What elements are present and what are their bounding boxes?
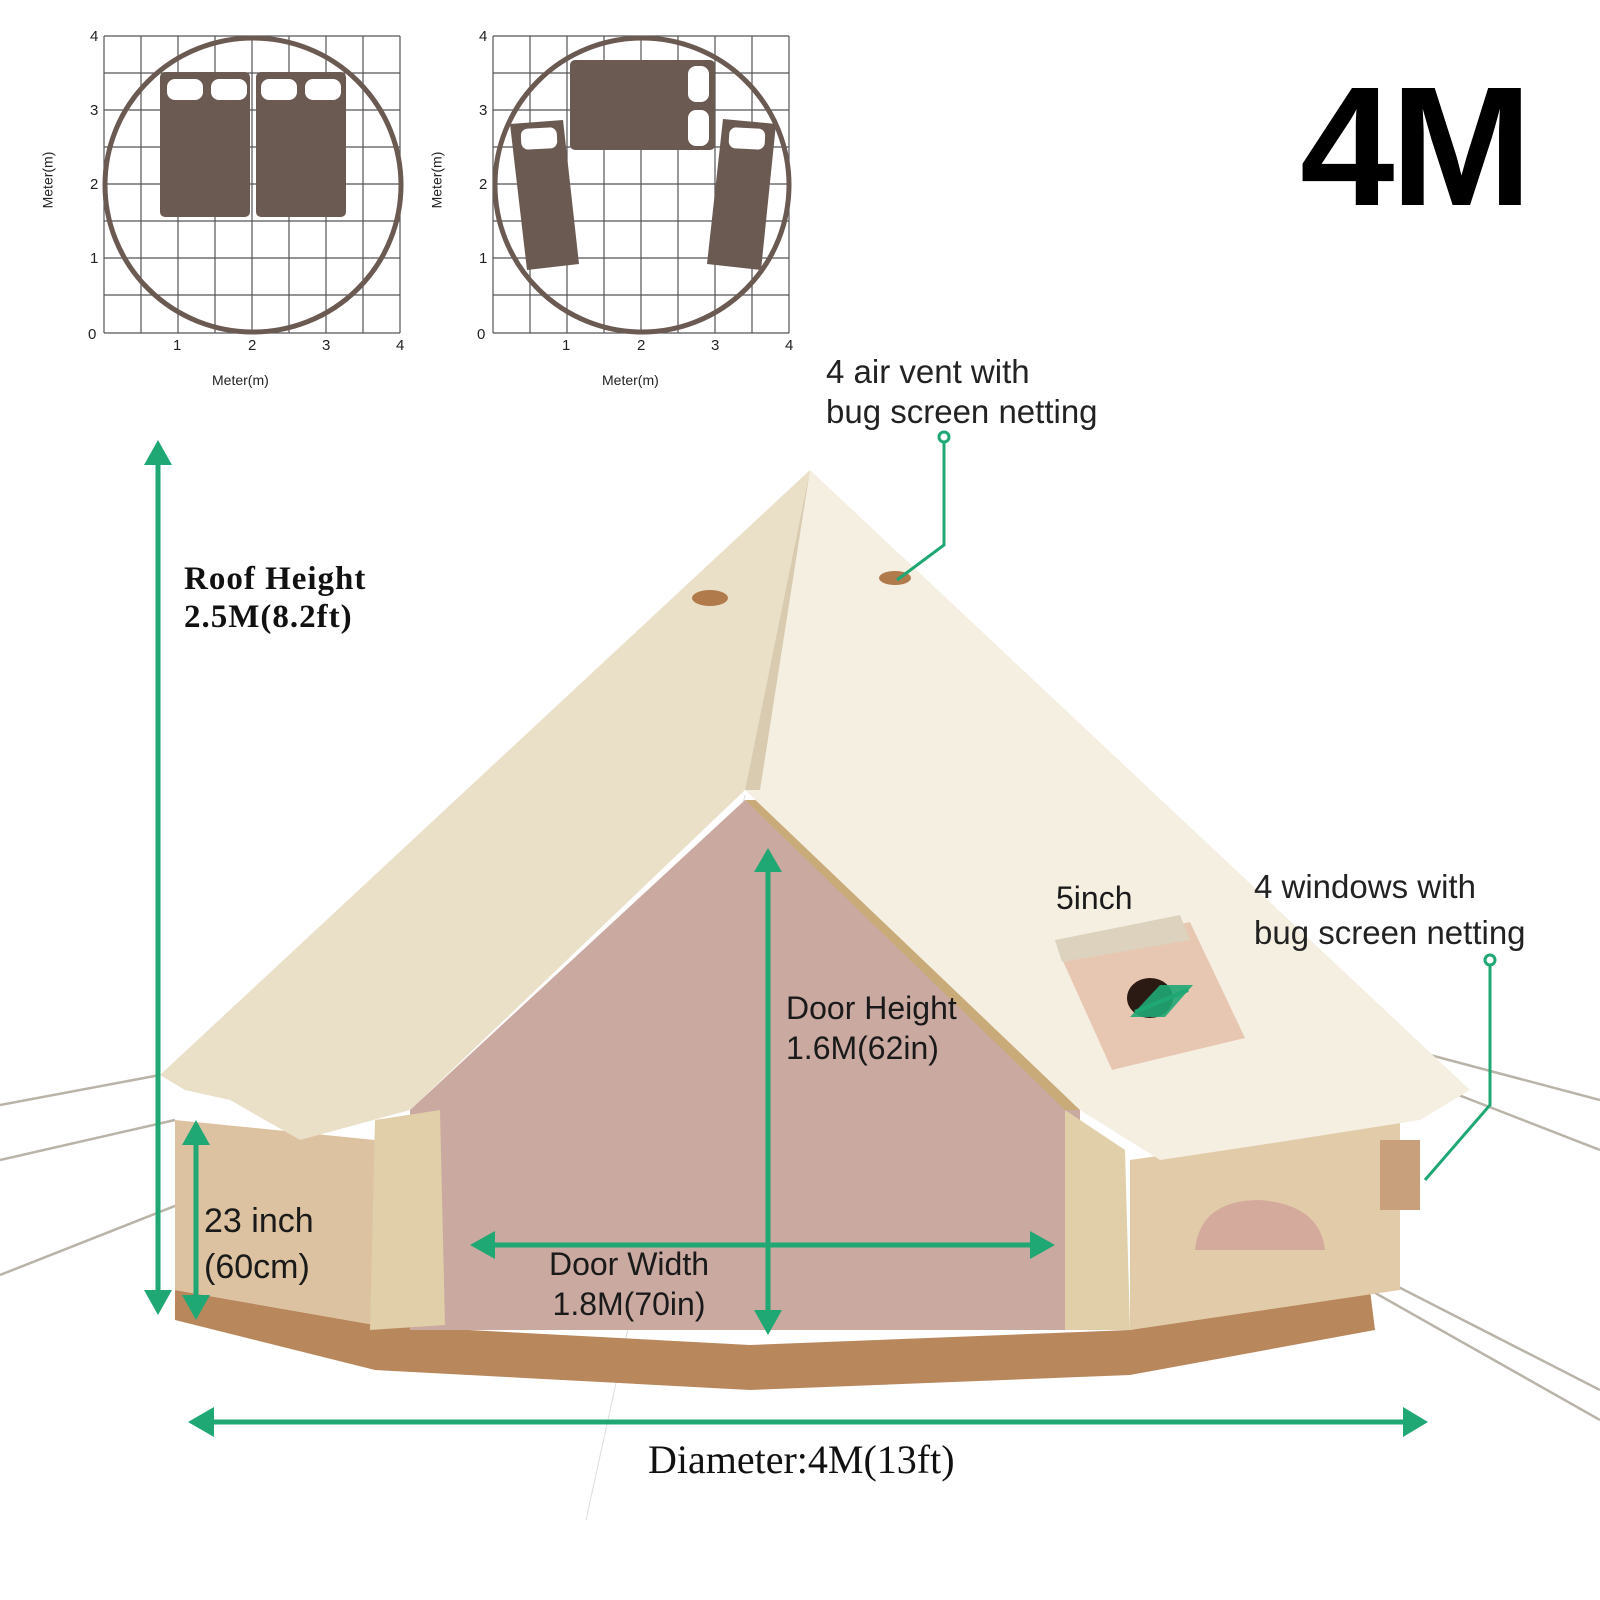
floor-plan-grid-2 <box>492 35 792 335</box>
air-vent-callout-line1: 4 air vent with <box>826 353 1030 390</box>
y-tick: 0 <box>477 326 486 343</box>
x-tick: 3 <box>322 337 331 354</box>
y-tick: 1 <box>479 250 488 267</box>
floor-plan-grid-1 <box>102 35 404 335</box>
door-height-label: Door Height <box>786 990 957 1026</box>
door-width-value: 1.8M(70in) <box>552 1286 706 1322</box>
door-height-value: 1.6M(62in) <box>786 1030 939 1066</box>
door-width-label: Door Width <box>548 1246 710 1282</box>
floor-plan-two-beds: 4 3 2 1 0 1 2 3 4 Meter(m) Meter(m) <box>0 0 420 400</box>
y-tick: 2 <box>479 176 488 193</box>
x-axis-label: Meter(m) <box>602 372 659 388</box>
x-axis-label: Meter(m) <box>212 372 269 388</box>
x-tick: 4 <box>785 337 794 354</box>
wall-height-callout: 23 inch (60cm) <box>204 1198 314 1290</box>
air-vent-callout-line2: bug screen netting <box>826 393 1098 430</box>
x-tick: 2 <box>248 337 257 354</box>
floor-plan-three-beds: 4 3 2 1 0 1 2 3 4 Meter(m) Meter(m) <box>0 0 800 400</box>
tent-size-title: 4M <box>1300 52 1532 242</box>
wall-height-metric: (60cm) <box>204 1248 310 1286</box>
windows-callout: 4 windows with bug screen netting <box>1254 864 1526 956</box>
diameter-label: Diameter:4M(13ft) <box>648 1437 955 1482</box>
wall-height-value: 23 inch <box>204 1202 314 1240</box>
x-tick: 4 <box>396 337 405 354</box>
door-height-callout: Door Height 1.6M(62in) <box>786 988 957 1068</box>
x-tick: 3 <box>711 337 720 354</box>
y-tick: 0 <box>88 326 97 343</box>
vent-size-label: 5inch <box>1056 880 1133 916</box>
windows-callout-line2: bug screen netting <box>1254 914 1526 951</box>
windows-callout-line1: 4 windows with <box>1254 868 1476 905</box>
y-tick: 3 <box>90 102 99 119</box>
y-tick: 1 <box>90 250 99 267</box>
y-tick: 3 <box>479 102 488 119</box>
x-tick: 1 <box>173 337 182 354</box>
y-tick: 4 <box>90 28 99 45</box>
y-tick: 4 <box>479 28 488 45</box>
roof-height-callout: Roof Height 2.5M(8.2ft) <box>184 560 366 636</box>
roof-height-value: 2.5M(8.2ft) <box>184 599 353 635</box>
door-width-callout: Door Width 1.8M(70in) <box>534 1244 724 1324</box>
x-tick: 1 <box>562 337 571 354</box>
roof-height-label: Roof Height <box>184 561 367 597</box>
y-tick: 2 <box>90 176 99 193</box>
x-tick: 2 <box>637 337 646 354</box>
air-vent-callout: 4 air vent with bug screen netting <box>826 352 1098 432</box>
